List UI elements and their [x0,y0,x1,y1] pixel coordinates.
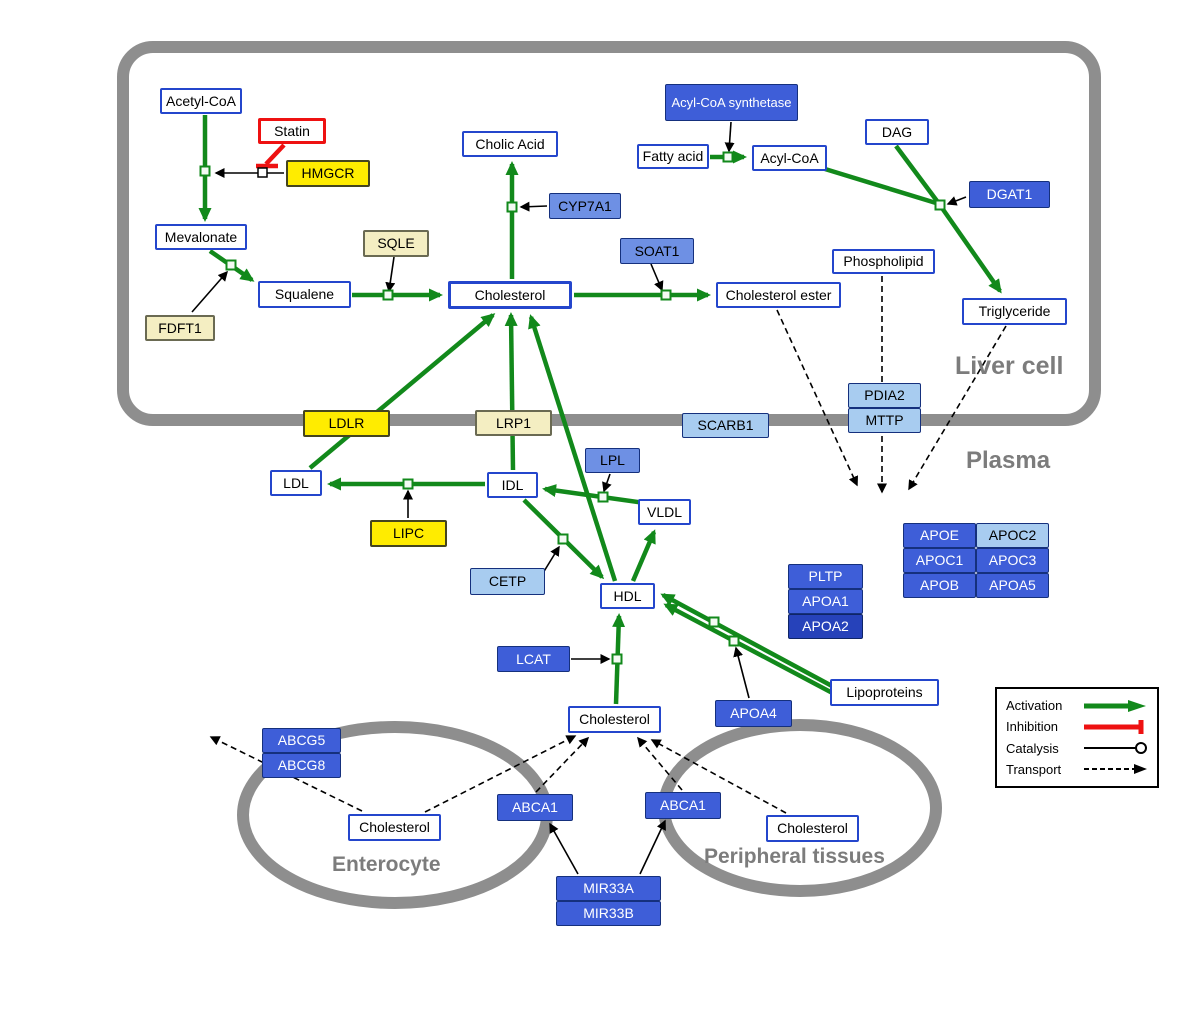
node-scarb1[interactable]: SCARB1 [682,413,769,438]
node-cyp7a1[interactable]: CYP7A1 [549,193,621,219]
node-statin[interactable]: Statin [258,118,326,144]
node-vldl[interactable]: VLDL [638,499,691,525]
node-mevalonate[interactable]: Mevalonate [155,224,247,250]
node-phospholipid[interactable]: Phospholipid [832,249,935,274]
inhibition-tbar-icon [1084,719,1144,734]
liver-cell-membrane [117,41,1101,426]
node-cholesterol-plasma[interactable]: Cholesterol [568,706,661,733]
legend-row-inhibition: Inhibition [1006,716,1148,737]
node-lpl[interactable]: LPL [585,448,640,473]
inhibition-edge [256,143,286,169]
node-fdft1[interactable]: FDFT1 [145,315,215,341]
legend-row-catalysis: Catalysis [1006,738,1148,759]
node-cholesterol-ester[interactable]: Cholesterol ester [716,282,841,308]
reaction-nodes [199,151,946,665]
legend-transport-label: Transport [1006,761,1062,777]
legend-activation-label: Activation [1006,698,1063,714]
node-dag[interactable]: DAG [865,119,929,145]
legend-row-activation: Activation [1006,695,1148,716]
node-pdia2[interactable]: PDIA2 [848,383,921,408]
node-apob[interactable]: APOB [903,573,976,598]
node-acyl-coa-synthetase[interactable]: Acyl-CoA synthetase [665,84,798,121]
node-sqle[interactable]: SQLE [363,230,429,257]
node-abca1-enterocyte[interactable]: ABCA1 [497,794,573,821]
node-abca1-peripheral[interactable]: ABCA1 [645,792,721,819]
activation-edges [198,115,1002,705]
node-cholesterol-enterocyte[interactable]: Cholesterol [348,814,441,841]
node-soat1[interactable]: SOAT1 [620,238,694,264]
node-apoc2[interactable]: APOC2 [976,523,1049,548]
node-apoc3[interactable]: APOC3 [976,548,1049,573]
node-squalene[interactable]: Squalene [258,281,351,308]
node-lipoproteins[interactable]: Lipoproteins [830,679,939,706]
liver-cell-label: Liver cell [955,352,1064,380]
node-lcat[interactable]: LCAT [497,646,570,672]
node-lrp1[interactable]: LRP1 [475,410,552,436]
legend: Activation Inhibition Catalysis Transpor… [995,687,1159,788]
node-cholic-acid[interactable]: Cholic Acid [462,131,558,157]
node-abcg5[interactable]: ABCG5 [262,728,341,753]
node-hmgcr[interactable]: HMGCR [286,160,370,187]
transport-dashed-arrow-icon [1084,764,1147,775]
legend-inhibition-label: Inhibition [1006,719,1059,735]
node-acyl-coa[interactable]: Acyl-CoA [752,145,827,171]
node-mir33a[interactable]: MIR33A [556,876,661,901]
catalysis-anchor [257,167,268,178]
node-ldl[interactable]: LDL [270,470,322,496]
node-apoe[interactable]: APOE [903,523,976,548]
node-hdl[interactable]: HDL [600,583,655,609]
node-cetp[interactable]: CETP [470,568,545,595]
node-apoc1[interactable]: APOC1 [903,548,976,573]
node-idl[interactable]: IDL [487,472,538,498]
node-fatty-acid[interactable]: Fatty acid [637,144,709,169]
node-mttp[interactable]: MTTP [848,408,921,433]
node-apoa2[interactable]: APOA2 [788,614,863,639]
legend-row-transport: Transport [1006,759,1148,780]
node-cholesterol-liver[interactable]: Cholesterol [448,281,572,309]
node-lipc[interactable]: LIPC [370,520,447,547]
node-abcg8[interactable]: ABCG8 [262,753,341,778]
node-apoa5[interactable]: APOA5 [976,573,1049,598]
node-apoa1[interactable]: APOA1 [788,589,863,614]
node-cholesterol-peripheral[interactable]: Cholesterol [766,815,859,842]
legend-catalysis-label: Catalysis [1006,740,1059,756]
catalysis-edges [191,121,967,875]
peripheral-tissues-label: Peripheral tissues [704,845,885,868]
node-pltp[interactable]: PLTP [788,564,863,589]
node-apoa4[interactable]: APOA4 [715,700,792,727]
catalysis-circle-icon [1084,742,1147,755]
activation-arrow-icon [1084,699,1146,712]
node-ldlr[interactable]: LDLR [303,410,390,437]
node-dgat1[interactable]: DGAT1 [969,181,1050,208]
node-mir33b[interactable]: MIR33B [556,901,661,926]
plasma-label: Plasma [966,447,1051,474]
node-acetyl-coa[interactable]: Acetyl-CoA [160,88,242,114]
enterocyte-label: Enterocyte [332,853,441,876]
node-triglyceride[interactable]: Triglyceride [962,298,1067,325]
